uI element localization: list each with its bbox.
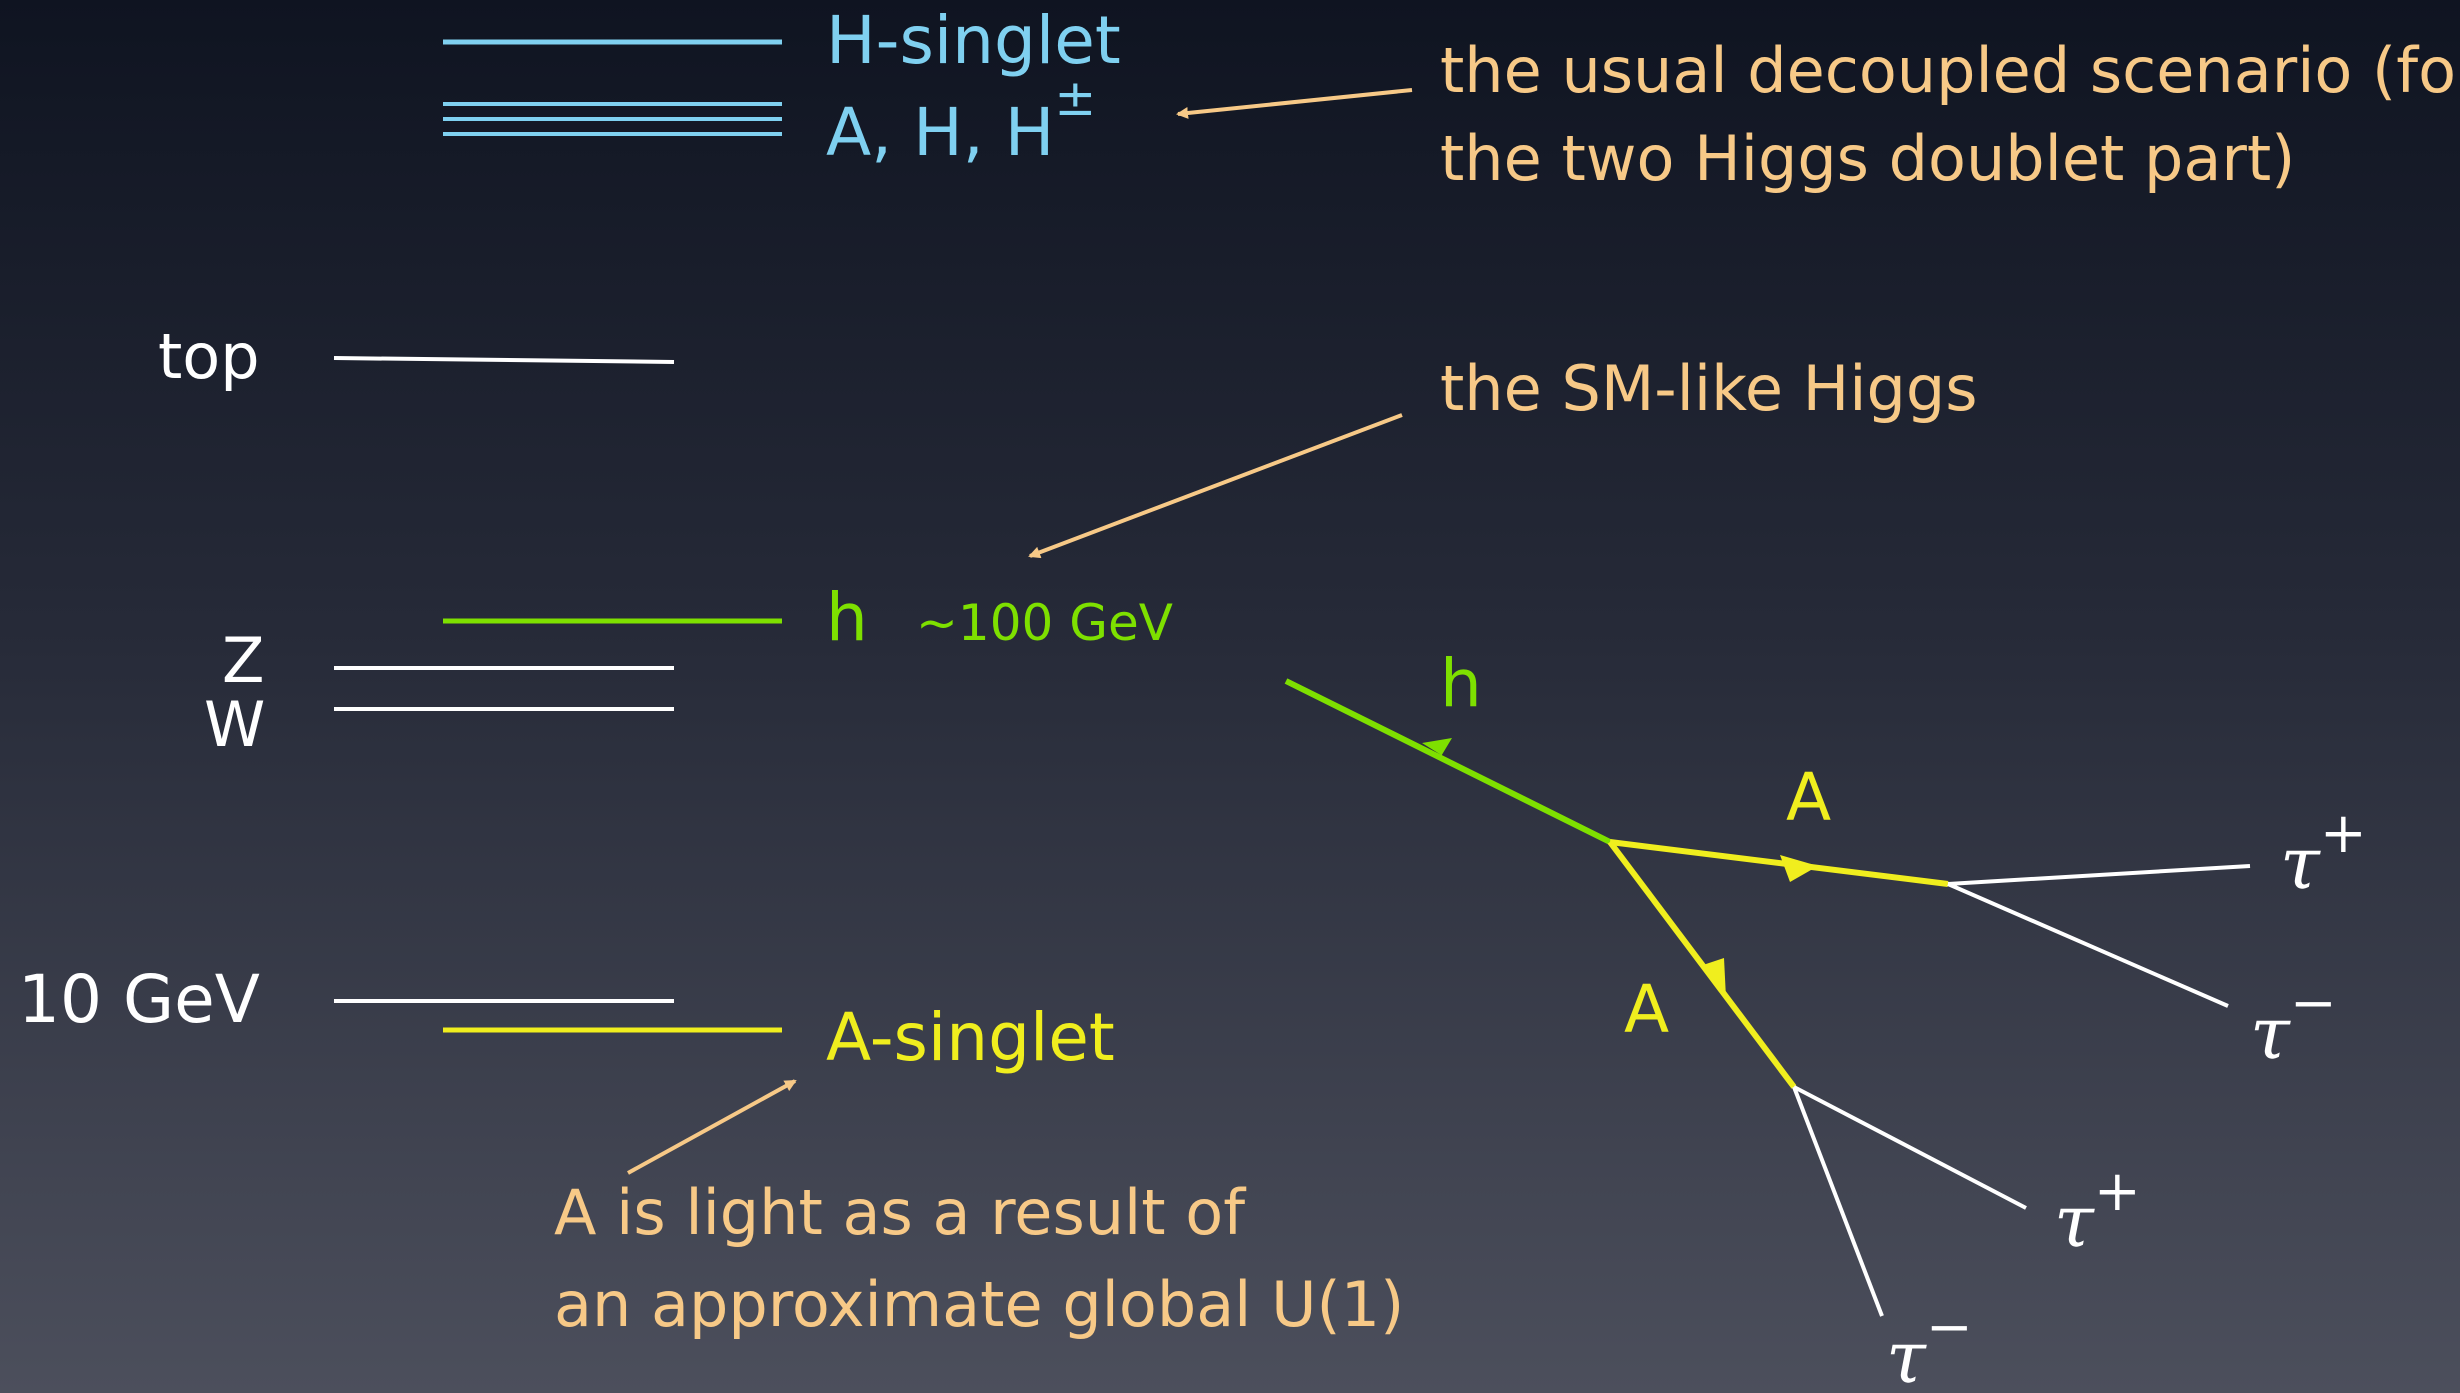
tau-plus-upper-leg: [1947, 864, 2251, 886]
tau-minus-lower-leg: [1792, 1086, 1884, 1317]
tau-plus-lower-leg: [1793, 1085, 2027, 1210]
sm-like-label: the SM-like Higgs: [1440, 352, 1978, 425]
a-upper-propagator: [1609, 839, 1949, 887]
decay-diagram: h A A τ+ τ− τ+ τ−: [1284, 645, 2367, 1393]
decoupled-line2: the two Higgs doublet part): [1440, 122, 2295, 195]
tau-minus-lower: τ−: [1886, 1295, 1973, 1393]
tau-symbol: τ: [1886, 1315, 1927, 1393]
sm-like-arrow: [1028, 413, 1403, 559]
tau-minus-upper-leg: [1947, 882, 2229, 1008]
a-lower-propagator: [1607, 840, 1797, 1089]
w-label: W: [204, 688, 265, 761]
tau-symbol: τ: [2054, 1179, 2095, 1263]
plus-superscript: +: [2320, 801, 2367, 866]
ten-gev-label: 10 GeV: [18, 961, 260, 1038]
decay-h-label: h: [1440, 645, 1482, 722]
decoupled-line1: the usual decoupled scenario (for: [1440, 34, 2460, 107]
tau-symbol: τ: [2280, 821, 2321, 905]
plus-superscript: +: [2094, 1159, 2141, 1224]
tau-minus-upper: τ−: [2250, 971, 2337, 1075]
light-a-arrow: [627, 1079, 797, 1175]
a-singlet-label: A-singlet: [826, 999, 1115, 1076]
light-a-line2: an approximate global U(1): [554, 1268, 1404, 1341]
minus-superscript: −: [1926, 1295, 1973, 1360]
tau-plus-lower: τ+: [2054, 1159, 2141, 1263]
a-h-hpm-label: A, H, H±: [826, 69, 1096, 171]
a-lower-arrowhead: [1700, 958, 1726, 998]
level-labels: H-singlet A, H, H± top h ~100 GeV Z W 10…: [18, 2, 1173, 1076]
annotations: the usual decoupled scenario (for the tw…: [554, 34, 2460, 1341]
h-propagator-arrowhead: [1422, 738, 1462, 768]
energy-levels: [333, 39, 782, 1033]
annotation-arrows: [627, 88, 1413, 1175]
decay-a-upper-label: A: [1786, 759, 1831, 836]
top-label: top: [158, 320, 260, 393]
top-level: [333, 356, 675, 364]
tau-plus-upper: τ+: [2280, 801, 2367, 905]
z-label: Z: [222, 624, 264, 697]
minus-superscript: −: [2290, 971, 2337, 1036]
decoupled-arrow: [1176, 88, 1413, 119]
decay-a-lower-label: A: [1624, 971, 1669, 1048]
a-h-hpm-text: A, H, H: [826, 94, 1054, 171]
light-a-line1: A is light as a result of: [554, 1176, 1247, 1249]
h-singlet-label: H-singlet: [826, 2, 1121, 79]
a-upper-arrowhead: [1780, 855, 1818, 882]
pm-superscript: ±: [1054, 69, 1096, 127]
tau-symbol: τ: [2250, 991, 2291, 1075]
h-label: h: [826, 579, 868, 656]
h-mass-label: ~100 GeV: [916, 594, 1173, 652]
